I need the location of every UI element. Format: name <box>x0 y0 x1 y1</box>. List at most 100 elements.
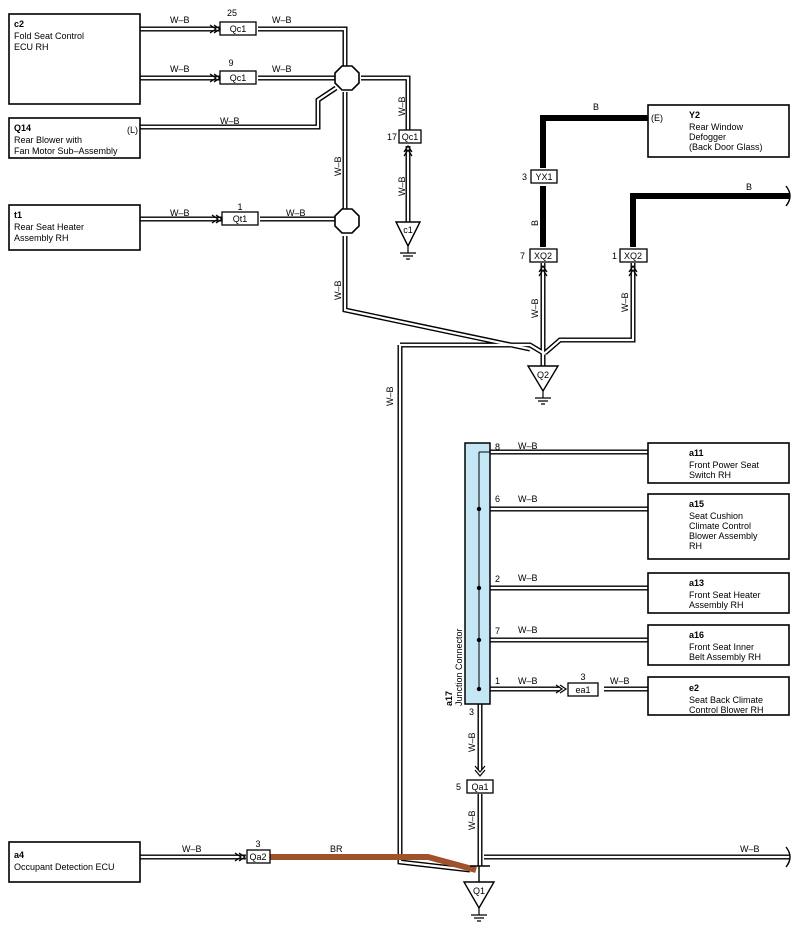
svg-text:3: 3 <box>469 707 474 717</box>
svg-text:(Back Door Glass): (Back Door Glass) <box>689 142 763 152</box>
svg-text:W–B: W–B <box>220 116 240 126</box>
svg-text:c1: c1 <box>403 225 413 235</box>
svg-text:Assembly RH: Assembly RH <box>689 600 744 610</box>
svg-text:Fan Motor Sub–Assembly: Fan Motor Sub–Assembly <box>14 146 118 156</box>
svg-text:1: 1 <box>237 202 242 212</box>
svg-text:Control Blower RH: Control Blower RH <box>689 705 764 715</box>
svg-text:W–B: W–B <box>620 292 630 312</box>
svg-text:W–B: W–B <box>518 625 538 635</box>
connector-yx1: YX1 3 <box>522 169 558 184</box>
component-a4: a4 Occupant Detection ECU <box>8 841 141 883</box>
connector-xq2-a: XQ2 7 <box>520 248 558 277</box>
svg-text:1: 1 <box>612 251 617 261</box>
svg-text:a11: a11 <box>689 448 704 458</box>
component-e2: e2 Seat Back Climate Control Blower RH <box>647 676 790 716</box>
br-wire <box>270 854 477 873</box>
component-a16: a16 Front Seat Inner Belt Assembly RH <box>647 624 790 666</box>
splice-points <box>334 65 360 234</box>
svg-text:W–B: W–B <box>170 64 190 74</box>
svg-text:Qc1: Qc1 <box>402 132 419 142</box>
component-a15: a15 Seat Cushion Climate Control Blower … <box>647 493 790 560</box>
svg-text:XQ2: XQ2 <box>534 251 552 261</box>
svg-text:(L): (L) <box>127 125 138 135</box>
svg-text:W–B: W–B <box>272 64 292 74</box>
svg-text:8: 8 <box>495 442 500 452</box>
svg-text:Y2: Y2 <box>689 110 700 120</box>
connector-qa2: Qa2 3 <box>234 839 271 864</box>
component-a13: a13 Front Seat Heater Assembly RH <box>647 572 790 614</box>
svg-text:Q14: Q14 <box>14 123 31 133</box>
ground-c1: c1 <box>394 221 422 260</box>
svg-text:Qt1: Qt1 <box>233 214 248 224</box>
svg-text:Qa2: Qa2 <box>249 852 266 862</box>
svg-text:25: 25 <box>227 8 237 18</box>
svg-text:Front Power Seat: Front Power Seat <box>689 460 760 470</box>
svg-text:e2: e2 <box>689 683 699 693</box>
connector-qc1-top: Qc1 25 <box>209 8 257 36</box>
component-a11: a11 Front Power Seat Switch RH <box>647 442 790 484</box>
svg-text:Junction Connector: Junction Connector <box>454 628 464 706</box>
svg-text:a15: a15 <box>689 499 704 509</box>
wire-labels: W–B W–B W–B W–B W–B W–B W–B W–B W–B W–B … <box>170 15 760 854</box>
svg-text:W–B: W–B <box>397 176 407 196</box>
svg-text:Occupant Detection ECU: Occupant Detection ECU <box>14 862 115 872</box>
svg-text:Assembly RH: Assembly RH <box>14 233 69 243</box>
svg-text:Belt Assembly RH: Belt Assembly RH <box>689 652 761 662</box>
svg-text:W–B: W–B <box>182 844 202 854</box>
svg-text:W–B: W–B <box>518 676 538 686</box>
svg-text:2: 2 <box>495 574 500 584</box>
svg-text:W–B: W–B <box>170 15 190 25</box>
svg-text:Qc1: Qc1 <box>230 73 247 83</box>
svg-text:Switch RH: Switch RH <box>689 470 731 480</box>
svg-text:Qc1: Qc1 <box>230 24 247 34</box>
svg-text:9: 9 <box>228 58 233 68</box>
connector-ea1: ea1 3 <box>555 672 599 697</box>
svg-text:W–B: W–B <box>170 208 190 218</box>
svg-text:BR: BR <box>330 844 343 854</box>
connector-qt1: Qt1 1 <box>211 202 259 226</box>
svg-text:t1: t1 <box>14 210 22 220</box>
svg-text:Q2: Q2 <box>537 370 549 380</box>
ground-q1: Q1 <box>462 881 496 922</box>
svg-text:(E): (E) <box>651 113 663 123</box>
svg-text:a17: a17 <box>444 691 454 706</box>
svg-text:Seat Back Climate: Seat Back Climate <box>689 695 763 705</box>
svg-text:B: B <box>530 220 540 226</box>
svg-text:W–B: W–B <box>518 441 538 451</box>
connector-qc1-mid: Qc1 9 <box>209 58 257 85</box>
q1-junction-lines <box>470 865 490 882</box>
svg-text:7: 7 <box>495 626 500 636</box>
svg-text:a4: a4 <box>14 850 24 860</box>
ground-q2: Q2 <box>526 365 560 405</box>
svg-text:B: B <box>593 102 599 112</box>
svg-text:3: 3 <box>255 839 260 849</box>
connector-qc1-vertical: Qc1 17 <box>387 129 422 157</box>
junction-connector-a17: a17 Junction Connector 8 6 2 7 1 3 <box>444 442 500 717</box>
svg-text:YX1: YX1 <box>535 172 552 182</box>
svg-text:W–B: W–B <box>286 208 306 218</box>
component-q14: Q14 Rear Blower with Fan Motor Sub–Assem… <box>8 117 141 159</box>
svg-text:7: 7 <box>520 251 525 261</box>
component-y2: (E) Y2 Rear Window Defogger (Back Door G… <box>647 104 790 158</box>
svg-text:Blower Assembly: Blower Assembly <box>689 531 758 541</box>
svg-text:W–B: W–B <box>397 96 407 116</box>
svg-text:W–B: W–B <box>530 298 540 318</box>
svg-text:W–B: W–B <box>610 676 630 686</box>
wb-wires <box>140 26 790 873</box>
svg-text:a13: a13 <box>689 578 704 588</box>
svg-text:3: 3 <box>522 172 527 182</box>
svg-text:RH: RH <box>689 541 702 551</box>
component-c2: c2 Fold Seat Control ECU RH <box>8 13 141 105</box>
svg-text:c2: c2 <box>14 19 24 29</box>
svg-text:XQ2: XQ2 <box>624 251 642 261</box>
svg-text:W–B: W–B <box>467 810 477 830</box>
b-wires <box>540 115 790 247</box>
svg-text:Front Seat Inner: Front Seat Inner <box>689 642 754 652</box>
svg-text:Q1: Q1 <box>473 886 485 896</box>
svg-text:Rear Blower with: Rear Blower with <box>14 135 82 145</box>
svg-text:Seat Cushion: Seat Cushion <box>689 511 743 521</box>
svg-text:Defogger: Defogger <box>689 132 726 142</box>
wire-break-marks <box>785 185 791 868</box>
svg-text:17: 17 <box>387 132 397 142</box>
